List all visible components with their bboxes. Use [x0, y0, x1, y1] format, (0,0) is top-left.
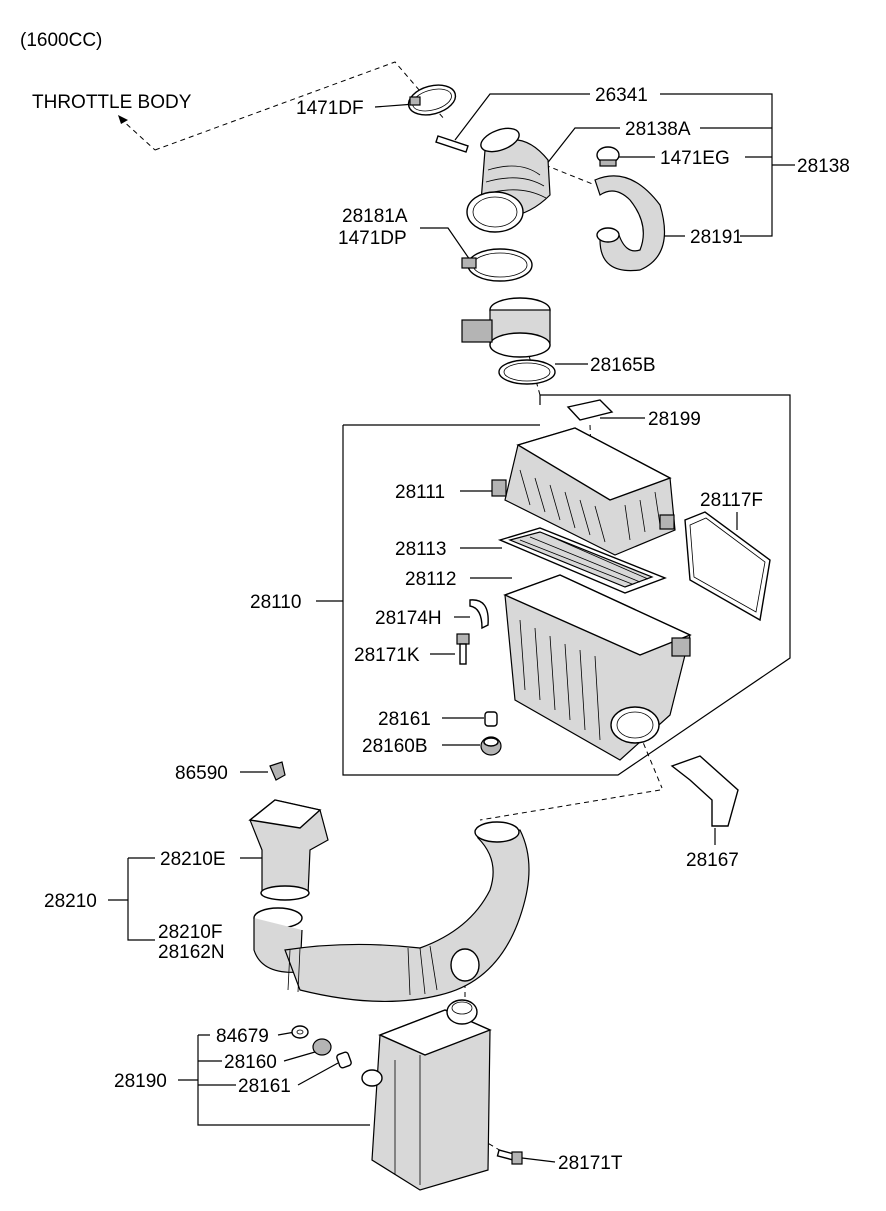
label-28161-lower: 28161 [238, 1076, 291, 1097]
clip-icon [269, 761, 286, 781]
grommet-icon [480, 736, 502, 756]
label-28138A: 28138A [625, 119, 691, 140]
label-1471DF: 1471DF [296, 98, 364, 119]
label-28171T: 28171T [558, 1153, 623, 1174]
label-86590: 86590 [175, 763, 228, 784]
bolt-icon [456, 633, 470, 665]
label-28138: 28138 [797, 156, 850, 177]
airflow-sensor-icon [461, 297, 556, 385]
bolt-icon [496, 1149, 523, 1165]
resonator-hose-icon [594, 175, 666, 272]
label-28161-upper: 28161 [378, 709, 431, 730]
air-cleaner-body-icon [503, 574, 692, 761]
label-28112: 28112 [405, 569, 456, 590]
clamp-icon [407, 84, 457, 116]
air-cleaner-cover-icon [491, 427, 676, 556]
label-1471EG: 1471EG [660, 148, 730, 169]
diagram-title: (1600CC) [20, 30, 102, 51]
grommet-icon [484, 711, 498, 727]
label-28165B: 28165B [590, 355, 656, 376]
air-filter-icon [497, 527, 667, 594]
resonator-icon [361, 999, 492, 1191]
label-1471DP: 1471DP [338, 228, 407, 249]
label-84679: 84679 [216, 1026, 269, 1047]
clamp-icon [461, 248, 533, 282]
label-throttle-body: THROTTLE BODY [32, 92, 192, 113]
label-28191: 28191 [690, 227, 743, 248]
label-28113: 28113 [395, 539, 446, 560]
label-28181A: 28181A [342, 206, 408, 227]
washer-icon [291, 1025, 309, 1039]
label-28171K: 28171K [354, 645, 420, 666]
label-28111: 28111 [395, 482, 445, 503]
label-28160: 28160 [224, 1052, 277, 1073]
vent-pipe-icon [435, 135, 469, 153]
label-28210F: 28210F [158, 922, 222, 943]
grommet-icon [336, 1051, 352, 1069]
label-28167: 28167 [686, 850, 739, 871]
label-28210E: 28210E [160, 849, 226, 870]
label-28210: 28210 [44, 891, 97, 912]
label-28110: 28110 [250, 592, 301, 613]
label-plate-icon [566, 399, 614, 421]
grommet-icon [312, 1038, 332, 1056]
label-28117F: 28117F [700, 490, 763, 511]
air-duct-icon [248, 799, 329, 901]
label-28174H: 28174H [375, 608, 442, 629]
label-26341: 26341 [595, 85, 648, 106]
bracket-icon [469, 599, 489, 630]
intake-hose-icon [466, 127, 551, 233]
filter-panel-icon [684, 511, 771, 622]
label-28199: 28199 [648, 409, 701, 430]
hose-clip-icon [596, 146, 620, 167]
label-28160B: 28160B [362, 736, 428, 757]
label-28162N: 28162N [158, 942, 225, 963]
mounting-bracket-icon [670, 755, 739, 827]
intake-hose-icon [284, 821, 530, 1003]
label-28190: 28190 [114, 1071, 167, 1092]
